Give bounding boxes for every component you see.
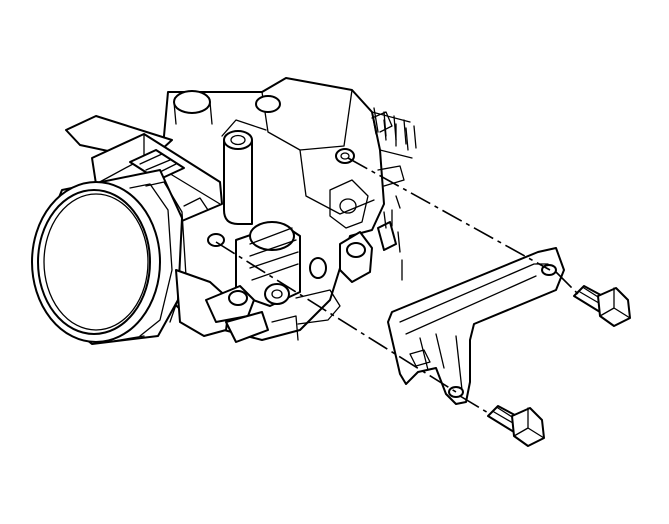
throttle-cable-bracket (387, 247, 565, 405)
upper-bolt (573, 285, 631, 327)
vacuum-nipple (377, 209, 397, 251)
shading-hatch (373, 107, 417, 281)
throttle-bore (31, 169, 187, 345)
coolant-pipe (223, 130, 253, 225)
idle-air-control-valve (207, 221, 327, 307)
leader-line-middle (215, 241, 457, 393)
leader-line-bolt-upper (555, 271, 579, 295)
lower-housing (175, 179, 373, 343)
leader-line-upper (347, 157, 551, 271)
leader-line-bolt-lower (459, 395, 491, 415)
leader-lines (215, 157, 579, 415)
throttle-body (65, 77, 413, 341)
lower-bolt (487, 405, 545, 447)
